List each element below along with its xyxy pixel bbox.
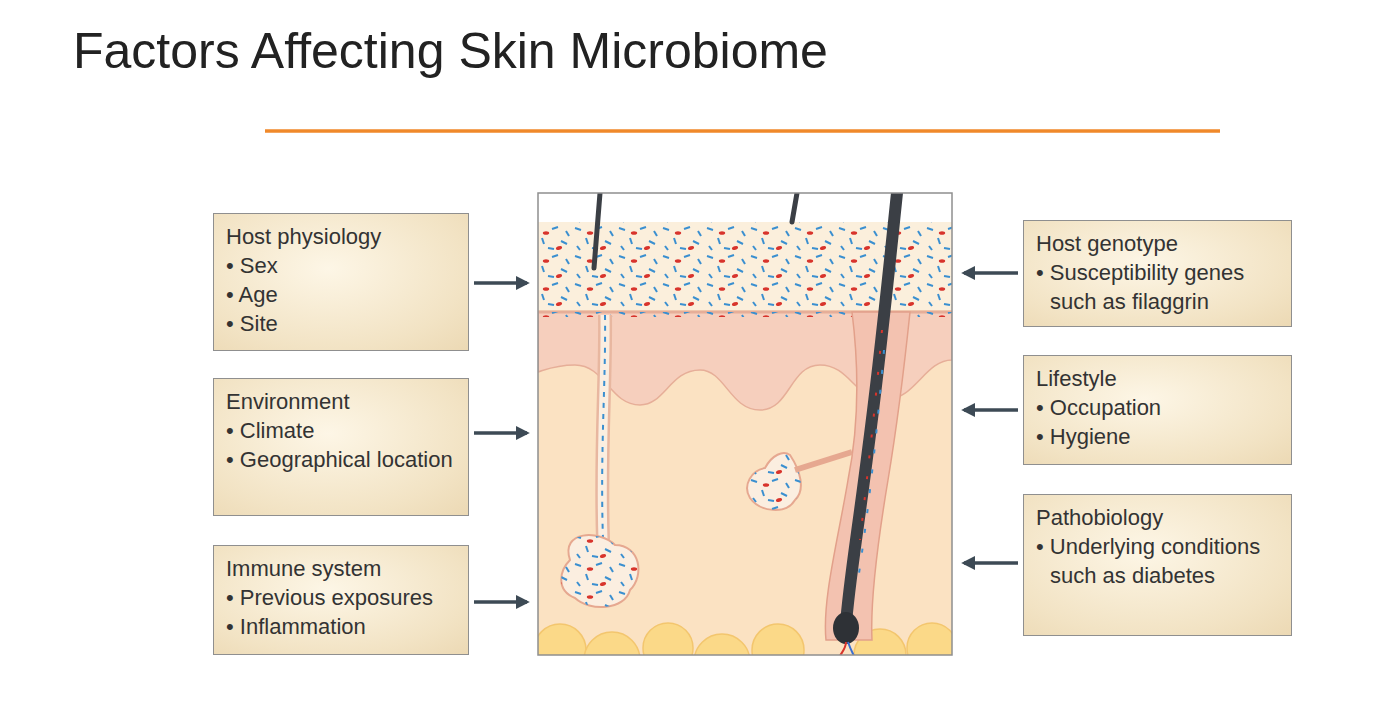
factor-box: Host genotype• Susceptibility genes such…	[1023, 220, 1292, 327]
slide-title: Factors Affecting Skin Microbiome	[73, 22, 828, 80]
factor-heading: Environment	[226, 387, 456, 416]
title-rule	[265, 129, 1220, 133]
factor-box: Immune system• Previous exposures• Infla…	[213, 545, 469, 655]
factor-box: Lifestyle• Occupation• Hygiene	[1023, 355, 1292, 465]
factor-heading: Host physiology	[226, 222, 456, 251]
factor-item: • Hygiene	[1036, 422, 1279, 451]
factor-box: Pathobiology• Underlying conditions such…	[1023, 494, 1292, 636]
factor-heading: Pathobiology	[1036, 503, 1279, 532]
factor-item: • Occupation	[1036, 393, 1279, 422]
factor-box: Host physiology• Sex• Age• Site	[213, 213, 469, 351]
factor-box: Environment• Climate• Geographical locat…	[213, 378, 469, 516]
factor-item: • Susceptibility genes such as filaggrin	[1036, 258, 1279, 316]
factor-item: • Geographical location	[226, 445, 456, 474]
factor-item: • Climate	[226, 416, 456, 445]
factor-item: • Previous exposures	[226, 583, 456, 612]
factor-arrow	[474, 273, 1018, 602]
factor-heading: Immune system	[226, 554, 456, 583]
factor-item: • Inflammation	[226, 612, 456, 641]
factor-heading: Lifestyle	[1036, 364, 1279, 393]
factor-item: • Site	[226, 309, 456, 338]
factor-item: • Underlying conditions such as diabetes	[1036, 532, 1279, 590]
factor-item: • Age	[226, 280, 456, 309]
factor-item: • Sex	[226, 251, 456, 280]
factor-heading: Host genotype	[1036, 229, 1279, 258]
